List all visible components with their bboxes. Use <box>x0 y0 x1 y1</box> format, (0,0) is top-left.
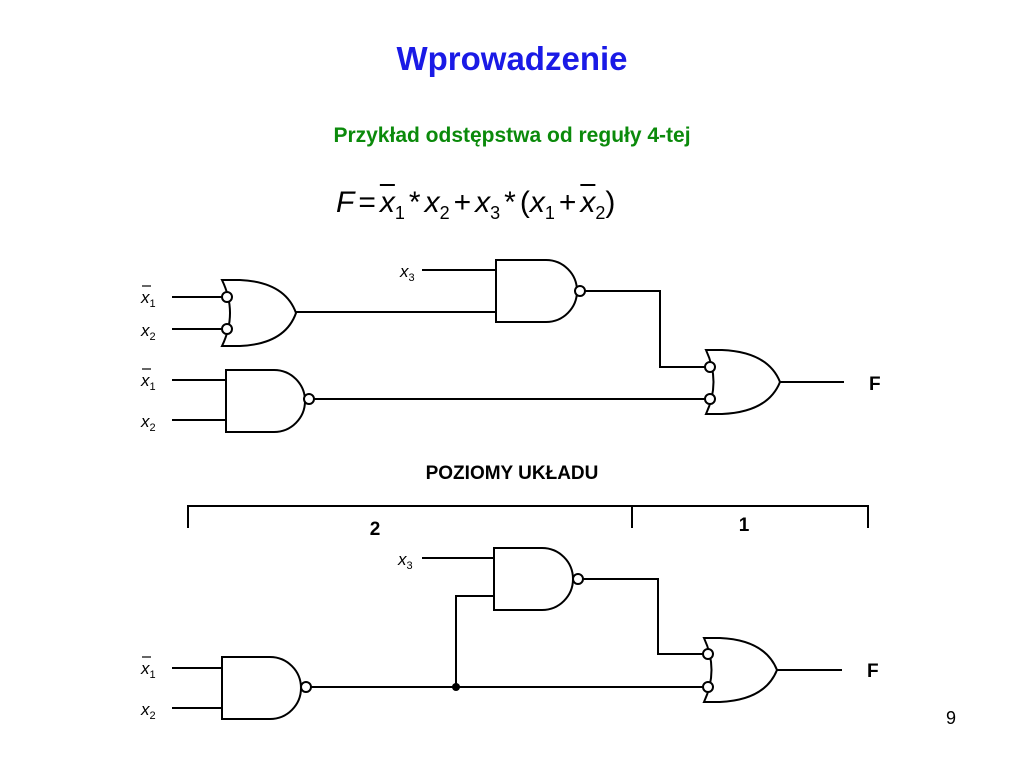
boolean-formula: F=x1*x2+x3*(x1+x2) <box>336 186 615 224</box>
formula-eq: = <box>358 186 376 219</box>
svg-text:x2: x2 <box>140 700 156 722</box>
level-1-label: 1 <box>739 515 750 536</box>
inversion-bubble <box>221 291 233 303</box>
label-nx1-top-a-sub: 1 <box>150 298 156 310</box>
inversion-bubble <box>221 323 233 335</box>
or-gate-inverted-inputs-top <box>220 279 298 347</box>
formula-mul-2: * <box>504 186 516 219</box>
formula-lhs: F <box>336 186 355 219</box>
svg-text:x1: x1 <box>140 371 156 393</box>
inversion-bubble <box>702 648 714 660</box>
label-x3-top: x <box>399 262 409 281</box>
label-x2-top-a: x <box>140 321 150 340</box>
svg-text:x1: x1 <box>140 288 156 310</box>
level-2-label: 2 <box>370 519 381 540</box>
nand-gate-upper-bottom <box>493 547 574 611</box>
inversion-bubble <box>702 681 714 693</box>
formula-lparen: ( <box>519 186 530 219</box>
label-x3-top-sub: 3 <box>409 272 415 284</box>
output-label-bottom: F <box>867 661 879 682</box>
label-x3-bottom-sub: 3 <box>407 560 413 572</box>
levels-bracket <box>187 505 869 528</box>
label-x2-top-b-sub: 2 <box>150 422 156 434</box>
nand-gate-lower-bottom <box>221 656 302 720</box>
inversion-bubble <box>303 393 315 405</box>
formula-term-x3: x <box>475 186 491 219</box>
formula-sub-2: 2 <box>439 203 450 223</box>
page-number: 9 <box>946 708 957 728</box>
label-nx1-top-a: x <box>140 288 150 307</box>
label-nx1-top-b-sub: 1 <box>150 381 156 393</box>
wire-nand-to-or-bottom <box>583 578 704 655</box>
label-x3-bottom: x <box>397 550 407 569</box>
formula-plus-2: + <box>558 186 577 219</box>
inversion-bubble <box>704 393 716 405</box>
formula-rparen: ) <box>605 186 616 219</box>
page-title: Wprowadzenie <box>396 40 628 77</box>
formula-mul-1: * <box>408 186 421 219</box>
svg-text:x3: x3 <box>397 550 413 572</box>
page-subtitle: Przykład odstępstwa od reguły 4-tej <box>333 124 691 147</box>
svg-text:x2: x2 <box>140 412 156 434</box>
formula-term-x2: x <box>424 186 440 219</box>
svg-text:x2: x2 <box>140 321 156 343</box>
formula-sub-5: 2 <box>595 203 606 223</box>
svg-text:x1: x1 <box>140 659 156 681</box>
formula-term-x1-negated: x <box>379 186 395 219</box>
inversion-bubble <box>574 285 586 297</box>
svg-text:x3: x3 <box>399 262 415 284</box>
label-x2-bottom-sub: 2 <box>150 710 156 722</box>
wire-fanout-bottom <box>455 595 494 687</box>
nand-gate-lower-top <box>225 369 306 433</box>
label-x2-top-a-sub: 2 <box>150 331 156 343</box>
formula-sub-1: 1 <box>394 203 405 223</box>
output-label-top: F <box>869 374 881 395</box>
label-nx1-bottom-sub: 1 <box>150 669 156 681</box>
levels-label: POZIOMY UKŁADU <box>426 463 599 484</box>
formula-sub-3: 3 <box>490 203 501 223</box>
wire-nand-to-or-top <box>585 290 706 368</box>
formula-term-x2-negated: x <box>580 186 596 219</box>
label-nx1-top-b: x <box>140 371 150 390</box>
or-gate-output-top <box>704 349 782 415</box>
formula-term-x1: x <box>529 186 545 219</box>
nand-gate-upper-top <box>495 259 578 323</box>
inversion-bubble <box>572 573 584 585</box>
inversion-bubble <box>300 681 312 693</box>
label-nx1-bottom: x <box>140 659 150 678</box>
label-x2-bottom: x <box>140 700 150 719</box>
label-x2-top-b: x <box>140 412 150 431</box>
junction-dot <box>452 683 460 691</box>
or-gate-output-bottom <box>702 637 779 703</box>
inversion-bubble <box>704 361 716 373</box>
formula-sub-4: 1 <box>544 203 555 223</box>
formula-plus-1: + <box>453 186 472 219</box>
